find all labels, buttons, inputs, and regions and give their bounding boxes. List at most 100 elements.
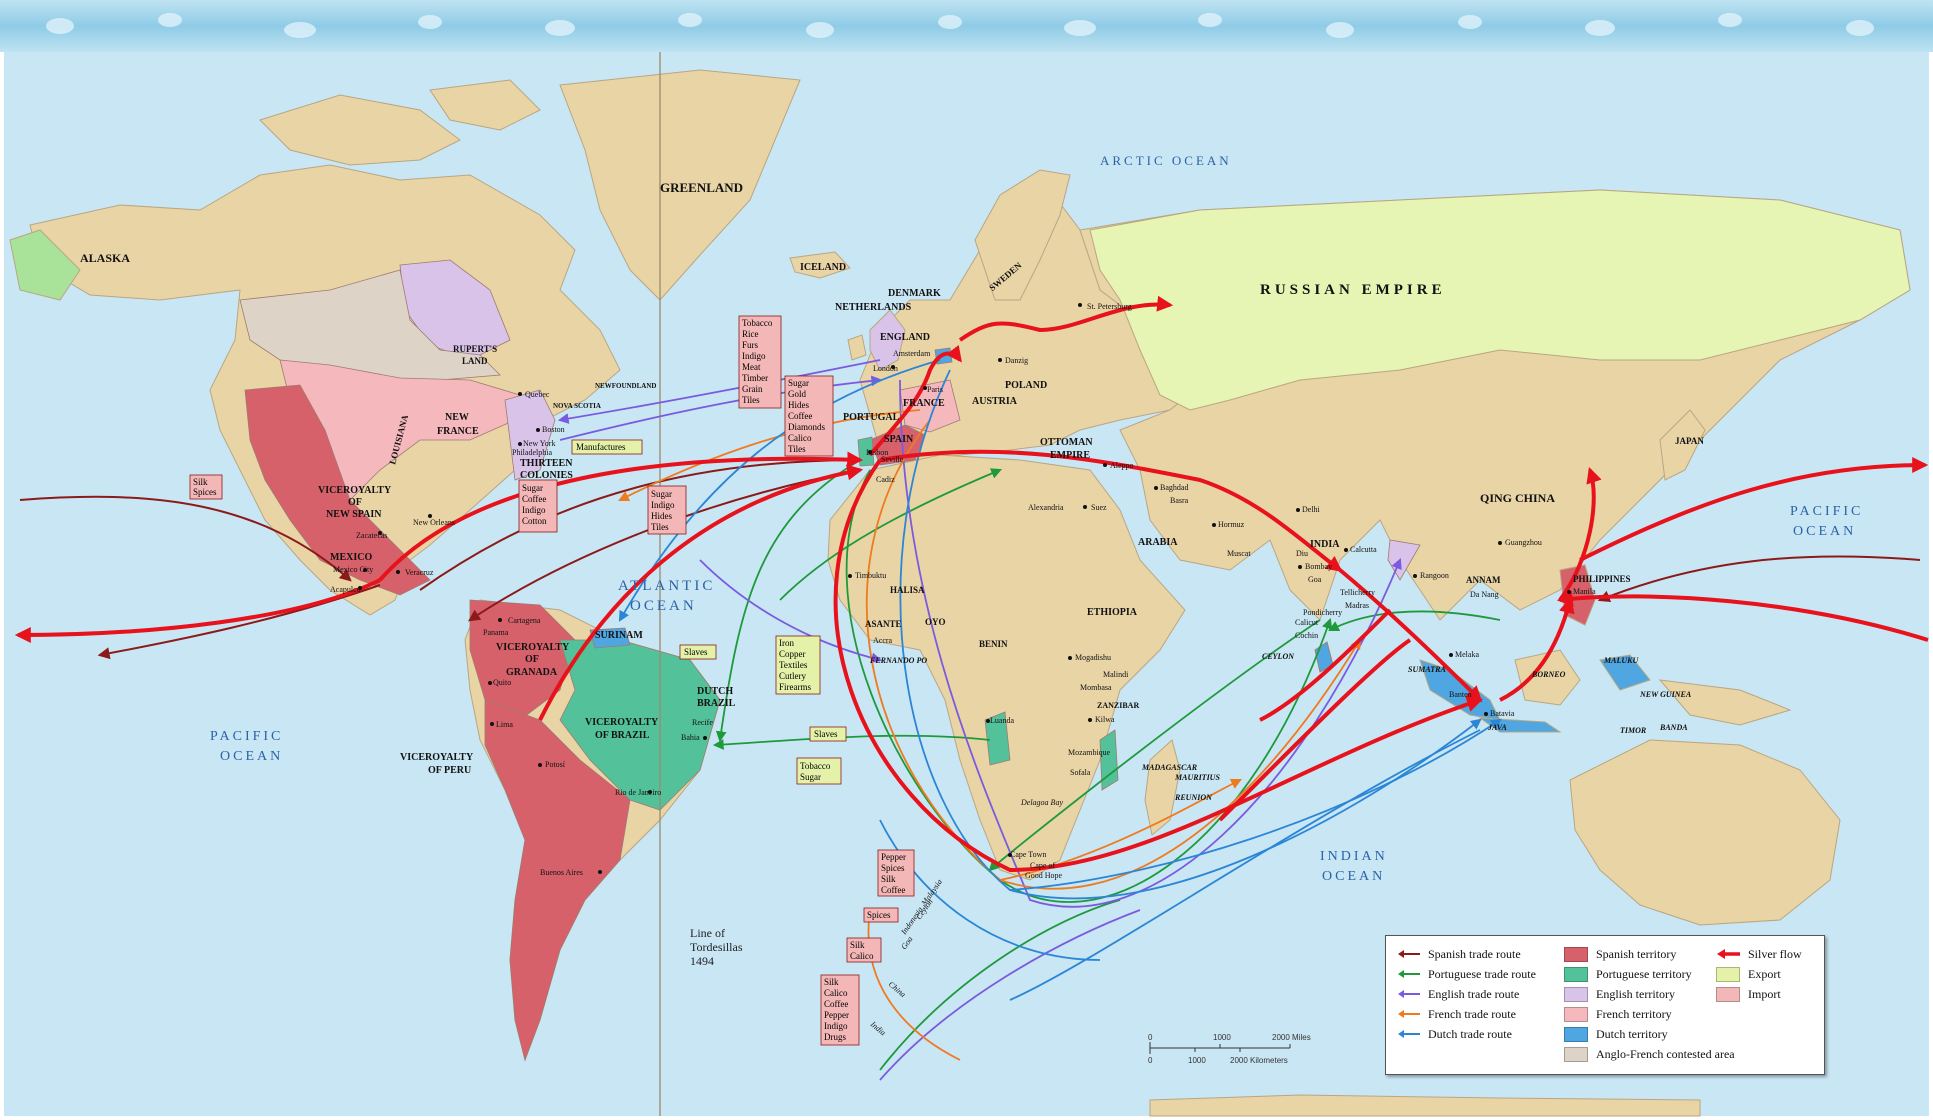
scale-bar: 0 1000 2000 Miles 0 1000 2000 Kilometers <box>1140 1030 1320 1072</box>
svg-text:Calcutta: Calcutta <box>1350 545 1377 554</box>
arctic-ocean-label: ARCTIC OCEAN <box>1100 153 1232 168</box>
svg-text:Kilwa: Kilwa <box>1095 715 1115 724</box>
svg-text:POLAND: POLAND <box>1005 380 1047 391</box>
svg-text:BRAZIL: BRAZIL <box>697 698 736 709</box>
import-box-spices: Spices <box>863 907 899 923</box>
svg-text:Slaves: Slaves <box>814 729 838 739</box>
svg-text:Potosí: Potosí <box>545 760 566 769</box>
svg-text:Timbuktu: Timbuktu <box>855 571 886 580</box>
svg-text:OF: OF <box>348 497 362 508</box>
french-route <box>618 409 921 501</box>
svg-text:VICEROYALTY: VICEROYALTY <box>318 485 392 496</box>
city-labels: Quebec Boston New York Philadelphia New … <box>330 302 1596 880</box>
svg-text:Coffee: Coffee <box>788 411 812 421</box>
svg-text:Banten: Banten <box>1449 690 1472 699</box>
legend-silver-flow: Silver flow <box>1716 944 1802 964</box>
svg-text:Cochin: Cochin <box>1295 631 1318 640</box>
spanish-route <box>19 495 352 582</box>
svg-text:DUTCH: DUTCH <box>697 686 733 697</box>
pacific-ocean-west-label: PACIFIC <box>210 729 283 744</box>
import-box-silk-spices: Silk Spices <box>189 474 223 500</box>
thirteen-colonies-territory <box>504 389 556 481</box>
svg-text:Silk: Silk <box>193 477 208 487</box>
english-route-arrow-icon <box>1396 988 1422 1000</box>
russian-empire-territory <box>1089 189 1911 411</box>
legend-spanish-territory: Spanish territory <box>1564 944 1735 964</box>
svg-text:PORTUGAL: PORTUGAL <box>843 412 900 423</box>
svg-text:Iron: Iron <box>779 638 794 648</box>
portuguese-route <box>715 459 861 743</box>
svg-text:RUSSIAN EMPIRE: RUSSIAN EMPIRE <box>1260 282 1446 298</box>
svg-text:VICEROYALTY: VICEROYALTY <box>400 752 474 763</box>
svg-text:Rangoon: Rangoon <box>1420 571 1449 580</box>
region-labels: ALASKA GREENLAND ICELAND RUSSIAN EMPIRE … <box>80 180 1704 802</box>
svg-text:SURINAM: SURINAM <box>595 630 643 641</box>
svg-text:Spices: Spices <box>193 487 217 497</box>
svg-text:NEW: NEW <box>445 412 469 423</box>
svg-text:Amsterdam: Amsterdam <box>893 349 931 358</box>
svg-text:EMPIRE: EMPIRE <box>1050 450 1090 461</box>
svg-text:BENIN: BENIN <box>979 639 1008 649</box>
svg-text:Suez: Suez <box>1091 503 1107 512</box>
legend-english-route: English trade route <box>1396 984 1536 1004</box>
svg-text:2000 Miles: 2000 Miles <box>1272 1033 1311 1042</box>
borneo-land <box>1514 649 1581 706</box>
svg-text:BORNEO: BORNEO <box>1531 670 1566 679</box>
dutch-route-arrow-icon <box>1396 1028 1422 1040</box>
svg-text:Grain: Grain <box>742 384 763 394</box>
import-box-tobacco: Tobacco Rice Furs Indigo Meat Timber Gra… <box>738 315 782 409</box>
scandinavia-land <box>974 169 1071 301</box>
svg-text:Cape of: Cape of <box>1030 861 1055 870</box>
japan-land <box>1659 409 1706 481</box>
svg-text:Luanda: Luanda <box>990 716 1014 725</box>
maluku-land <box>1599 654 1651 691</box>
legend-contested-area: Anglo-French contested area <box>1564 1044 1735 1064</box>
spanish-route-arrow-icon <box>1396 948 1422 960</box>
svg-text:London: London <box>873 364 898 373</box>
legend-english-territory: English territory <box>1564 984 1735 1004</box>
svg-text:Tellicherry: Tellicherry <box>1340 588 1375 597</box>
svg-text:OCEAN: OCEAN <box>1793 524 1856 539</box>
pacific-ocean-east-label: PACIFIC <box>1790 504 1863 519</box>
svg-text:Indigo: Indigo <box>742 351 766 361</box>
svg-text:MAURITIUS: MAURITIUS <box>1174 773 1220 782</box>
svg-text:Pepper: Pepper <box>824 1010 849 1020</box>
angola-territory <box>984 711 1011 766</box>
iceland-land <box>789 251 851 279</box>
svg-text:Alexandria: Alexandria <box>1028 503 1064 512</box>
svg-text:AUSTRIA: AUSTRIA <box>972 396 1018 407</box>
export-box-slaves-1: Slaves <box>679 644 717 660</box>
svg-text:ZANZIBAR: ZANZIBAR <box>1097 701 1139 710</box>
svg-text:0: 0 <box>1148 1056 1153 1065</box>
svg-text:Silk: Silk <box>881 874 896 884</box>
svg-text:THIRTEEN: THIRTEEN <box>520 458 573 469</box>
svg-text:Danzig: Danzig <box>1005 356 1028 365</box>
svg-text:Tiles: Tiles <box>788 444 806 454</box>
svg-text:0: 0 <box>1148 1033 1153 1042</box>
svg-text:Tiles: Tiles <box>742 395 760 405</box>
new-guinea-land <box>1658 679 1792 726</box>
svg-text:BANDA: BANDA <box>1659 723 1688 732</box>
svg-text:Sugar: Sugar <box>651 489 672 499</box>
australia-land <box>1569 739 1841 926</box>
svg-text:Manufactures: Manufactures <box>576 442 626 452</box>
svg-text:NEWFOUNDLAND: NEWFOUNDLAND <box>595 382 656 390</box>
svg-text:Slaves: Slaves <box>684 647 708 657</box>
export-box-slaves-2: Slaves <box>809 726 847 742</box>
svg-text:OCEAN: OCEAN <box>220 749 283 764</box>
svg-text:Hormuz: Hormuz <box>1218 520 1245 529</box>
svg-text:Batavia: Batavia <box>1490 709 1515 718</box>
svg-text:INDIA: INDIA <box>1310 539 1340 550</box>
svg-text:St. Petersburg: St. Petersburg <box>1087 302 1132 311</box>
goods-boxes: Silk Spices Tobacco Rice Furs Indigo Mea… <box>189 315 915 1046</box>
svg-text:RUPERT'S: RUPERT'S <box>453 344 497 354</box>
new-spain-territory <box>244 384 431 596</box>
atlantic-ocean-label: ATLANTIC <box>618 578 715 594</box>
svg-text:ENGLAND: ENGLAND <box>880 332 930 343</box>
french-route-arrow-icon <box>1396 1008 1422 1020</box>
svg-text:TIMOR: TIMOR <box>1620 726 1647 735</box>
legend-dutch-route: Dutch trade route <box>1396 1024 1536 1044</box>
svg-text:Bombay: Bombay <box>1305 562 1332 571</box>
svg-text:Pepper: Pepper <box>881 852 906 862</box>
svg-text:Malindi: Malindi <box>1103 670 1129 679</box>
